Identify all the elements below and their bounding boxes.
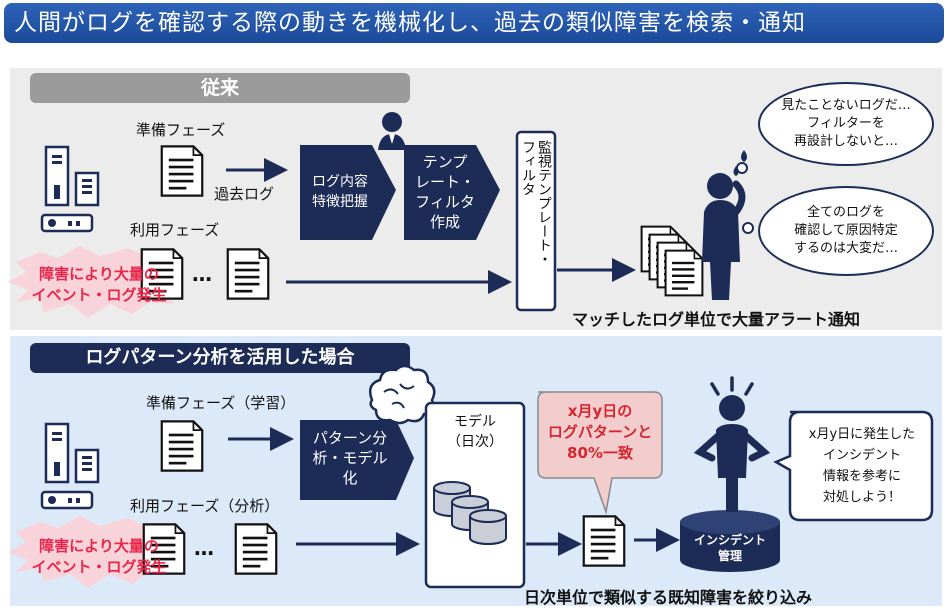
speech-bubble	[773, 410, 934, 522]
server-icon	[40, 422, 100, 510]
template-create-label: テンプ レート・ フィルタ 作成	[414, 153, 475, 231]
document-icon	[160, 145, 204, 197]
monitor-filter-box	[515, 130, 557, 312]
ellipsis: …	[192, 262, 212, 286]
incident-label: インシデント 管理	[693, 533, 766, 563]
thought-cloud-1: 見たことないログだ… フィルターを 再設計しないと…	[758, 82, 934, 166]
log-pattern-header: ログパターン分析を活用した場合	[30, 343, 410, 373]
worried-person-icon	[702, 150, 747, 300]
template-create-box	[404, 145, 500, 240]
ellipsis: …	[194, 536, 214, 560]
pattern-analysis-box	[300, 420, 414, 500]
burst-shape-top	[8, 246, 180, 318]
result-document-icon	[582, 515, 626, 567]
use-phase-label: 利用フェーズ	[130, 221, 220, 239]
monitor-filter-label: 監視テンプレート・フィルタ	[520, 140, 552, 266]
confident-person-icon	[693, 376, 771, 512]
speech-text: x月y日に発生した インシデント 情報を参考に 対処しよう！	[808, 427, 916, 505]
burst-text-bottom: 障害により大量の イベント・ログ発生	[31, 537, 167, 576]
model-label: モデル （日次）	[447, 414, 503, 450]
match-callout	[537, 391, 663, 515]
conventional-header: 従来	[30, 73, 410, 103]
burst-text-top: 障害により大量の イベント・ログ発生	[31, 265, 167, 304]
use-phase-analyze-label: 利用フェーズ（分析）	[130, 497, 280, 515]
burst-shape-bottom	[8, 516, 180, 588]
prep-phase-label: 準備フェーズ	[136, 121, 226, 139]
server-icon	[40, 145, 100, 233]
brain-icon	[369, 364, 436, 425]
page-title: 人間がログを確認する際の動きを機械化し、過去の類似障害を検索・通知	[4, 3, 944, 43]
database-icon	[433, 481, 507, 545]
alert-document-icon	[664, 249, 704, 297]
incident-db	[680, 510, 780, 572]
top-caption: マッチしたログ単位で大量アラート通知	[572, 310, 861, 329]
document-icon	[160, 420, 204, 472]
past-log-label: 過去ログ	[214, 185, 275, 203]
pattern-analysis-label: パターン分 析・モデル 化	[312, 429, 388, 487]
engineer-icon	[378, 112, 406, 150]
thought-cloud-2: 全てのログを 確認して原因特定 するのは大変だ…	[758, 186, 934, 276]
match-callout-text: x月y日の ログパターンと 80%一致	[547, 402, 653, 462]
document-icon	[234, 523, 278, 575]
prep-phase-learn-label: 準備フェーズ（学習）	[146, 394, 296, 412]
document-icon	[226, 248, 270, 300]
bottom-caption: 日次単位で類似する既知障害を絞り込み	[524, 588, 813, 607]
feature-grasp-box	[300, 145, 396, 240]
feature-grasp-label: ログ内容 特徴把握	[312, 174, 368, 210]
